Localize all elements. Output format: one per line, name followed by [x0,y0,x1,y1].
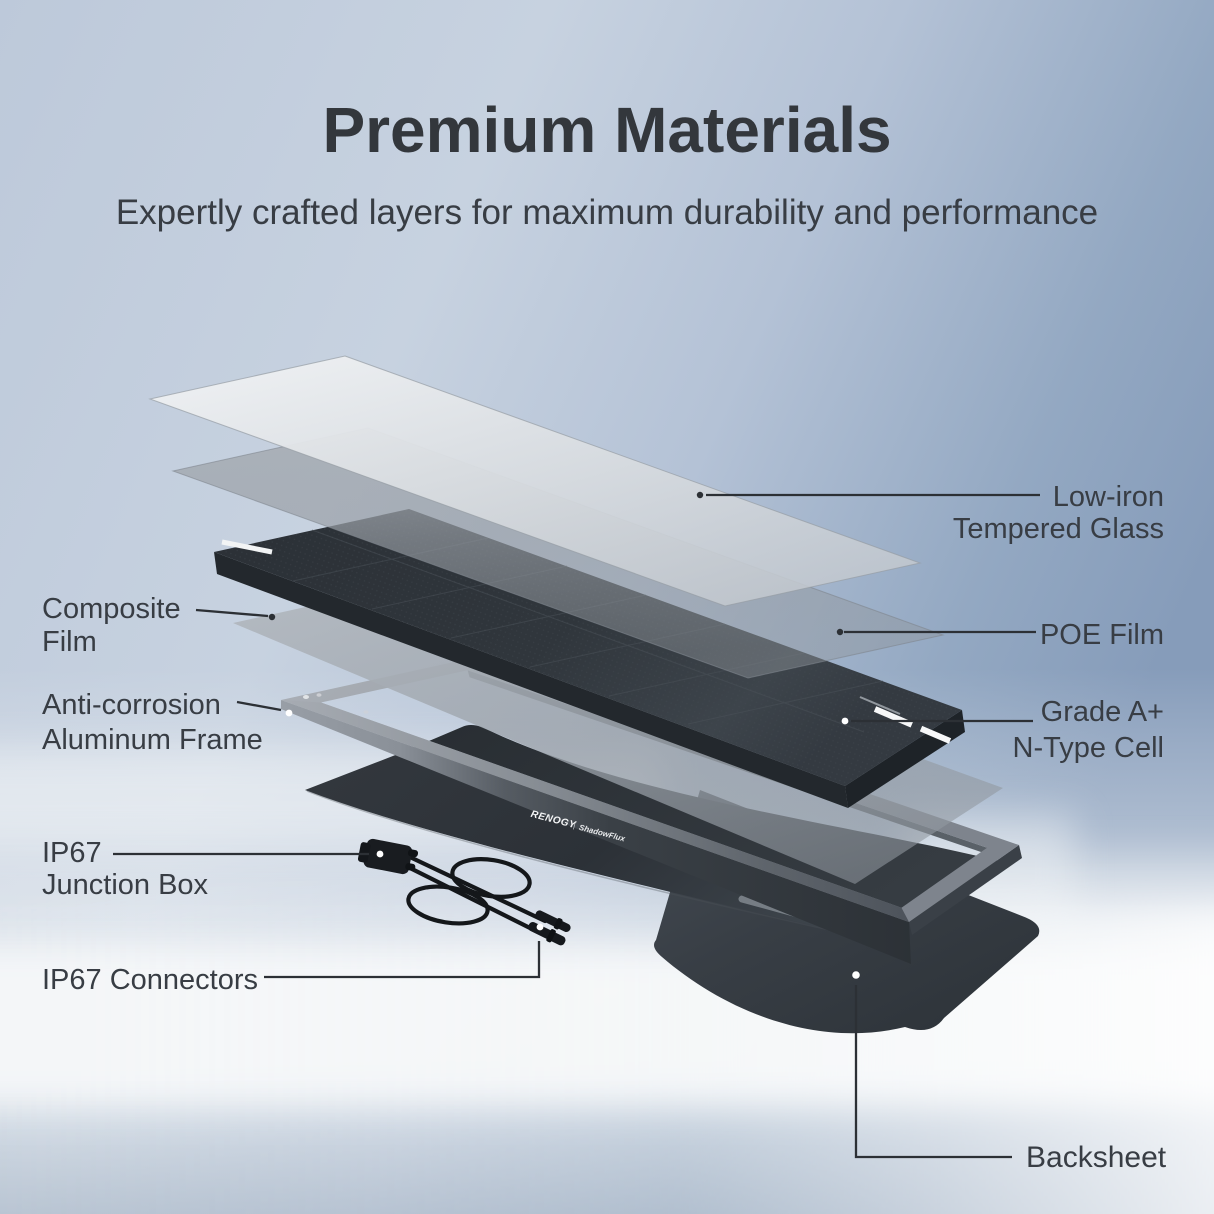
svg-text:Tempered Glass: Tempered Glass [953,513,1164,545]
svg-text:Low-iron: Low-iron [1053,481,1164,513]
svg-text:Film: Film [42,626,97,658]
svg-text:IP67: IP67 [42,837,102,869]
svg-text:Anti-corrosion: Anti-corrosion [42,689,221,721]
svg-text:Expertly crafted layers for ma: Expertly crafted layers for maximum dura… [116,193,1098,232]
svg-text:IP67 Connectors: IP67 Connectors [42,964,258,996]
svg-text:N-Type Cell: N-Type Cell [1013,732,1165,764]
svg-text:Composite: Composite [42,593,181,625]
svg-text:|: | [572,821,576,830]
svg-text:Backsheet: Backsheet [1026,1141,1167,1174]
svg-text:Aluminum Frame: Aluminum Frame [42,724,263,756]
svg-text:POE Film: POE Film [1040,619,1164,651]
svg-text:Grade A+: Grade A+ [1041,696,1164,728]
svg-text:Junction Box: Junction Box [42,869,209,901]
svg-text:Premium Materials: Premium Materials [322,94,891,166]
